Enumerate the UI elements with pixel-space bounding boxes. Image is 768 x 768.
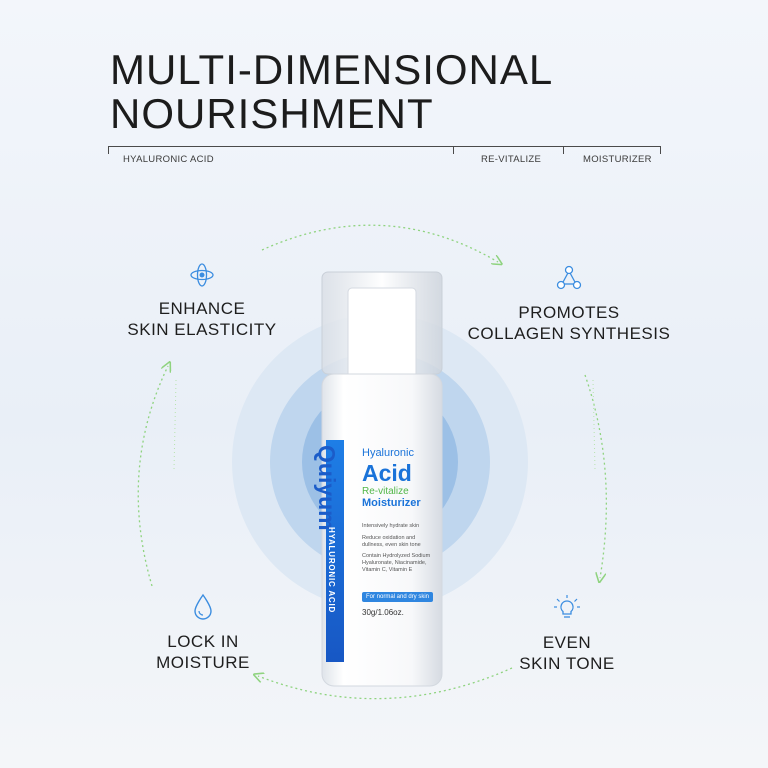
- product-line-1: Hyaluronic: [362, 447, 414, 459]
- feature-skin-tone: EVEN SKIN TONE: [502, 594, 632, 674]
- orbit-arc-left: [137, 366, 168, 587]
- orbit-arc-bottom: [258, 667, 513, 700]
- feature-label: PROMOTES COLLAGEN SYNTHESIS: [467, 303, 671, 343]
- tag-rule: [108, 146, 661, 147]
- orbit-arc-right: [584, 374, 607, 578]
- tag-tick: [563, 146, 564, 154]
- product-skin-type-badge: For normal and dry skin: [362, 592, 434, 602]
- title-line-2: NOURISHMENT: [110, 90, 434, 137]
- feature-label: ENHANCE SKIN ELASTICITY: [127, 299, 277, 339]
- tag-moisturizer: MOISTURIZER: [583, 154, 652, 165]
- lightbulb-icon: [554, 595, 580, 618]
- tag-tick: [108, 146, 109, 154]
- product-line-4: Moisturizer: [362, 497, 421, 509]
- title-line-1: MULTI-DIMENSIONAL: [110, 46, 554, 93]
- molecule-icon: [556, 265, 582, 290]
- feature-label: EVEN SKIN TONE: [519, 633, 615, 673]
- brand-name: Quiyum: [314, 445, 340, 531]
- product-claim-1: Intensively hydrate skin: [362, 523, 420, 529]
- product-line-3: Re-vitalize: [362, 486, 409, 497]
- tag-re-vitalize: RE-VITALIZE: [481, 154, 542, 165]
- product-size: 30g/1.06oz.: [362, 608, 404, 617]
- tag-tick: [453, 146, 454, 154]
- atom-icon: [190, 263, 214, 287]
- feature-collagen: PROMOTES COLLAGEN SYNTHESIS: [458, 264, 680, 344]
- page-title: MULTI-DIMENSIONAL NOURISHMENT: [110, 48, 553, 136]
- brand-side-label: HYALURONIC ACID: [327, 527, 336, 614]
- product-claim-3: Contain Hydrolyzed Sodium Hyaluronate, N…: [362, 553, 431, 573]
- feature-elasticity: ENHANCE SKIN ELASTICITY: [112, 262, 292, 340]
- feature-moisture: LOCK IN MOISTURE: [128, 593, 278, 673]
- tag-hyaluronic-acid: HYALURONIC ACID: [123, 154, 214, 165]
- product-bottle: [321, 271, 443, 687]
- feature-label: LOCK IN MOISTURE: [156, 632, 250, 672]
- orbit-arc-top: [261, 224, 498, 262]
- water-drop-icon: [194, 593, 212, 620]
- product-claim-2: Reduce oxidation and dullness, even skin…: [362, 535, 421, 548]
- product-line-2: Acid: [362, 460, 412, 486]
- tag-tick: [660, 146, 661, 154]
